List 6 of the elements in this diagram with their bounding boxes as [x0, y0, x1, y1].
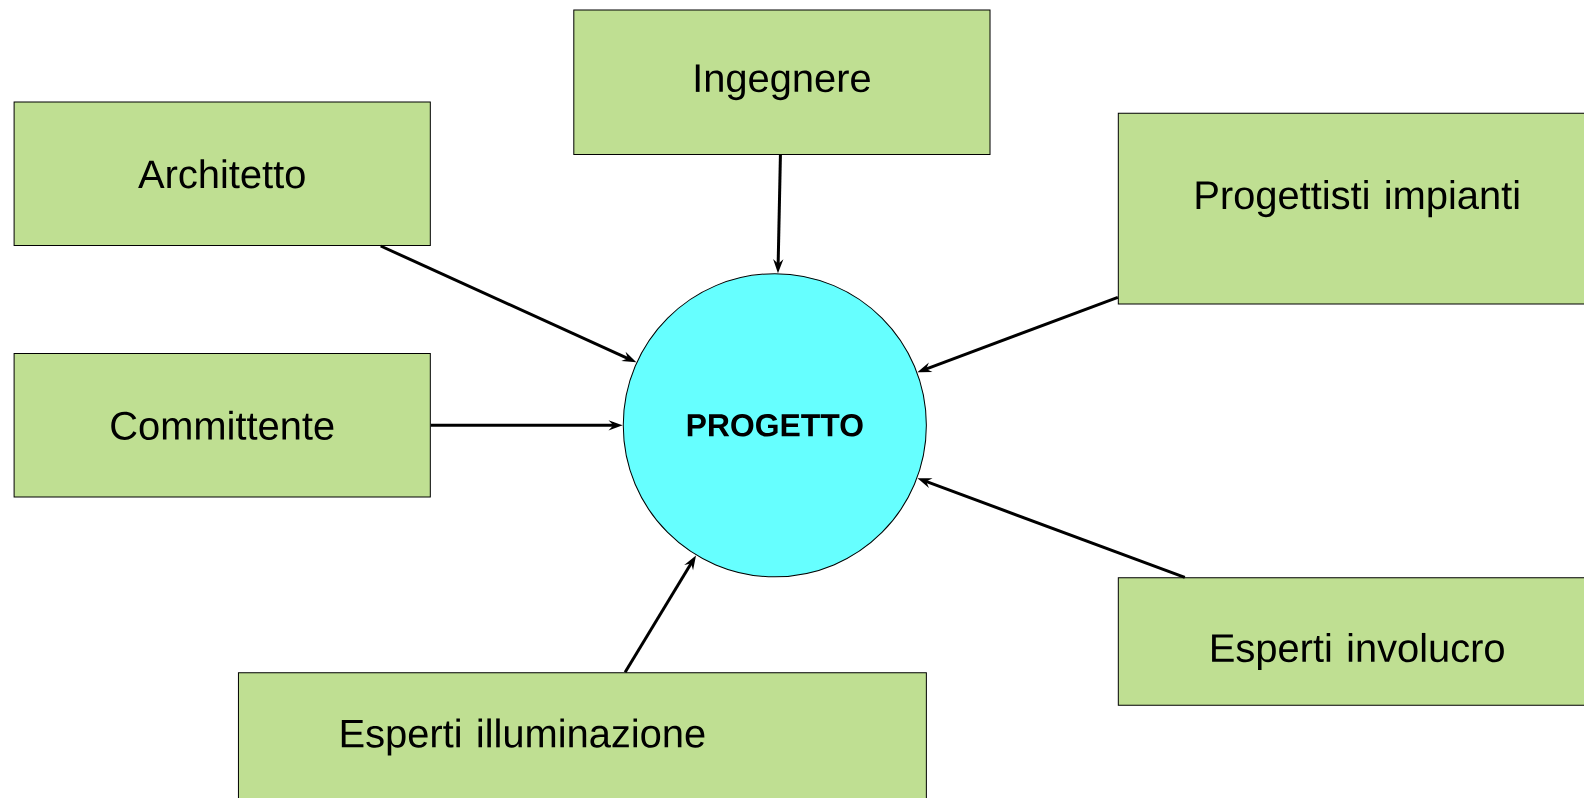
role-box: Committente [13, 353, 431, 498]
role-box: Architetto [13, 101, 431, 246]
role-box: Esperti illuminazione [237, 672, 927, 798]
role-box: Esperti involucro [1117, 577, 1584, 706]
role-box: Ingegnere [573, 9, 991, 156]
role-box: Progettisti impianti [1117, 112, 1584, 305]
